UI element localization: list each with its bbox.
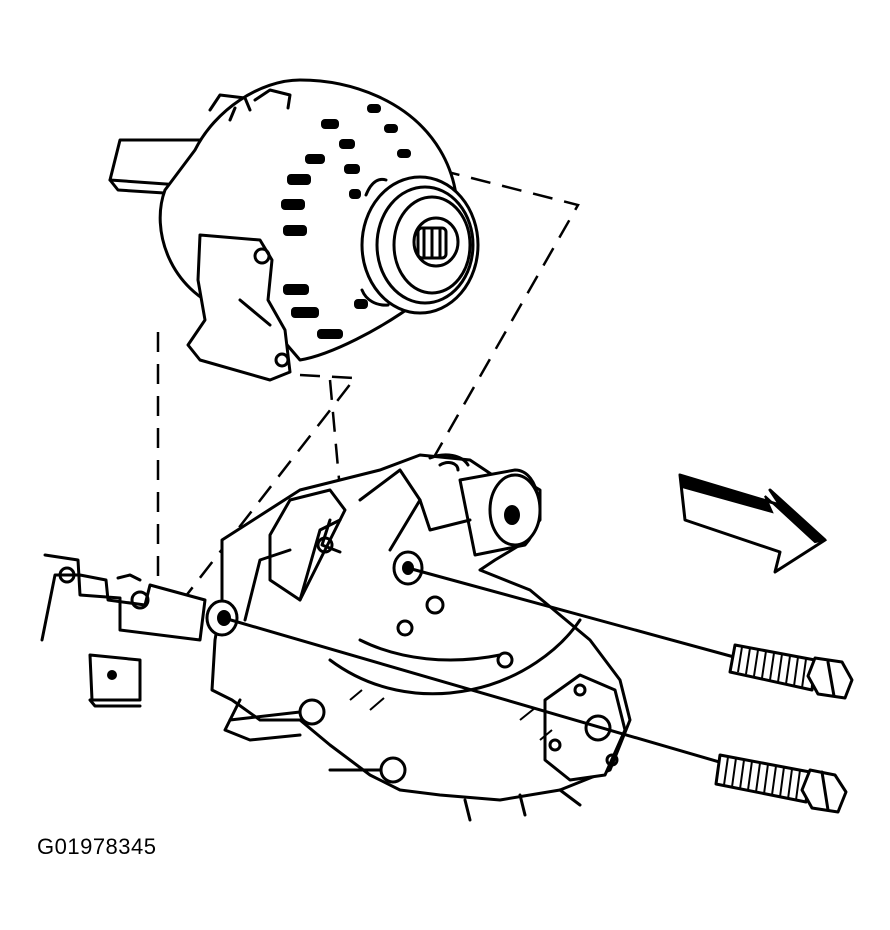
- generator-pulley: [360, 175, 480, 315]
- figure-code: G01978345: [37, 834, 157, 859]
- arrow-icon: [678, 473, 828, 574]
- mounting-bolt: [714, 753, 848, 814]
- spacer: [88, 653, 142, 708]
- generator-mounting-bracket: [205, 453, 632, 822]
- brace: [40, 553, 207, 642]
- cooling-slots: [281, 104, 411, 339]
- bolt-paths: [222, 566, 747, 770]
- mounting-bolt: [728, 643, 854, 700]
